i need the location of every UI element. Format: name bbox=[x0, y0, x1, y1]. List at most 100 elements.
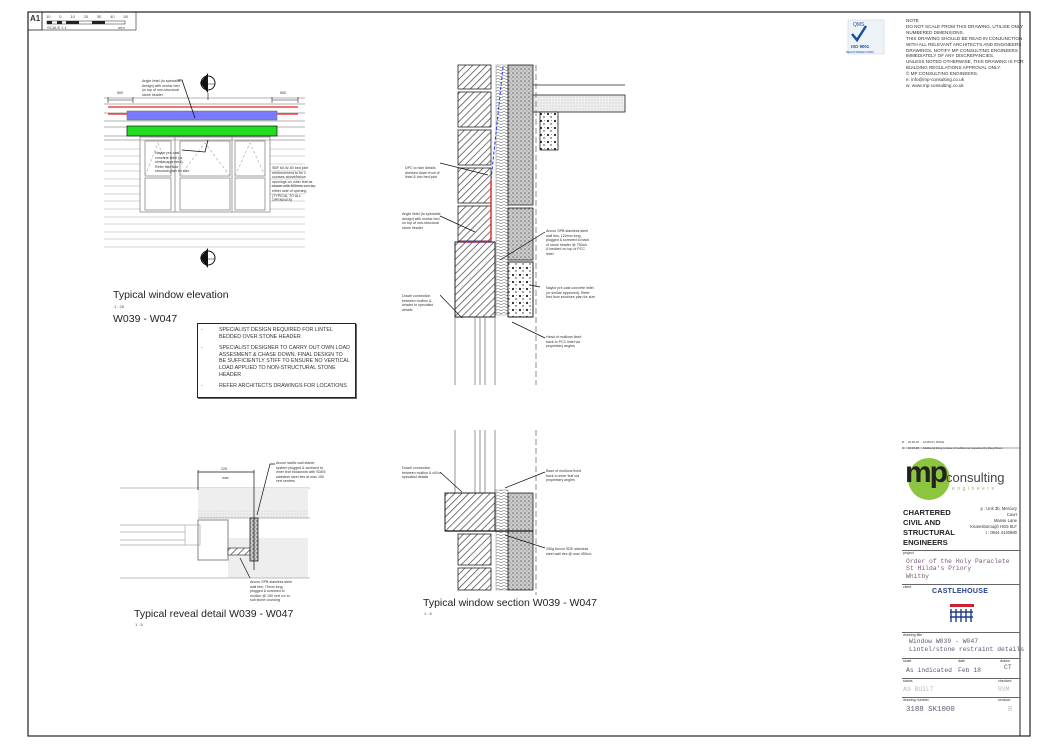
email-link[interactable]: e: info@mp-consulting.co.uk bbox=[906, 77, 965, 83]
reveal-scale: 1 : 5 bbox=[135, 622, 143, 627]
spec-note-text: REFER ARCHITECTS DRAWINGS FOR LOCATIONS bbox=[219, 383, 347, 390]
label-spb-ties: Ancon SPB stainless steel wall ties, 75m… bbox=[250, 580, 292, 603]
note-line: DO NOT SCALE FROM THIS DRAWING, UTILISE … bbox=[906, 23, 1024, 35]
reveal-title: Typical reveal detail W039 - W047 bbox=[134, 608, 294, 620]
specialist-notes-box: - SPECIALIST DESIGN REQUIRED FOR LINTEL B… bbox=[197, 323, 356, 398]
copyright: © MP CONSULTING ENGINEERS. bbox=[906, 71, 979, 77]
logo-word: consulting bbox=[946, 470, 1005, 485]
drawing-title-label: drawing title bbox=[903, 633, 923, 637]
window-elevation-drawing bbox=[104, 73, 305, 268]
label-staifix: Ancon staifix wall starter system plugge… bbox=[276, 461, 326, 484]
tick: 10 bbox=[70, 14, 75, 19]
client-label: client bbox=[903, 585, 912, 589]
spec-note-text: SPECIALIST DESIGNER TO CARRY OUT OWN LOA… bbox=[219, 345, 350, 378]
label-angle-lintel-section: Angle lintel (to specialist design) with… bbox=[402, 212, 441, 230]
rev-date: 02.08.18 bbox=[907, 440, 919, 444]
window-frame bbox=[139, 136, 271, 213]
floor-slab bbox=[532, 94, 626, 113]
firm-description: CHARTERED CIVIL AND STRUCTURAL ENGINEERS bbox=[903, 508, 955, 548]
note-line: THIS DRAWING SHOULD BE READ IN CONJUNCTI… bbox=[906, 35, 1023, 59]
label-base-mullions: Base of mullions fixed back to inner lea… bbox=[546, 469, 581, 483]
tick: 50 bbox=[123, 14, 128, 19]
tick: 20 bbox=[83, 14, 89, 19]
scale-value: As indicated bbox=[906, 667, 953, 674]
section-marker-label-bottom: 2 bbox=[206, 252, 209, 257]
revision-label: revision bbox=[998, 698, 1011, 702]
rev-desc: Additional fixing to base of mullions as… bbox=[922, 446, 1003, 450]
drawing-title: Window W039 - W047 Lintel/stone restrain… bbox=[909, 638, 1025, 653]
firm-line: STRUCTURAL bbox=[903, 528, 955, 537]
iso-sub-label: REGISTERED FIRM bbox=[846, 50, 874, 54]
web-link[interactable]: w: www.mp-consulting.co.uk bbox=[906, 82, 964, 88]
dpc-line bbox=[460, 66, 504, 243]
reveal-detail-drawing bbox=[120, 463, 310, 579]
elevation-scale: 1 : 25 bbox=[114, 304, 125, 309]
bullet: - bbox=[201, 345, 203, 352]
scale-bar-label: SCALE 1:1 bbox=[47, 25, 67, 30]
sheet-border bbox=[27, 11, 1031, 737]
scale-bar-ticks: 10 0 10 20 30 40 50 bbox=[46, 14, 128, 19]
project-label: project bbox=[903, 551, 914, 555]
label-ancon-top: Ancon SPB stainless steel wall ties, 120… bbox=[546, 229, 590, 256]
label-naylor-lintel: Naylor pre-cast concrete lintel (or simi… bbox=[155, 151, 190, 174]
iso-label: ISO 9001 bbox=[851, 44, 870, 49]
scale-bar bbox=[46, 20, 126, 25]
drawn-value: CT bbox=[1004, 664, 1012, 671]
mp-logo-circle bbox=[908, 458, 950, 500]
note-line: UNLESS NOTED OTHERWISE, THIS DRAWING IS … bbox=[906, 59, 1024, 71]
notes-title: NOTE bbox=[906, 18, 919, 23]
label-angle-lintel: Angle lintel (to specialist design) with… bbox=[142, 79, 181, 97]
rev-date: 13.04.18 bbox=[907, 446, 919, 450]
label-wall-ties: 250g Ancon SDE stainless steel wall ties… bbox=[546, 547, 592, 556]
section-title: Typical window section W039 - W047 bbox=[423, 597, 597, 609]
drawn-label: drawn bbox=[1000, 659, 1010, 663]
client-logo: CASTLEHOUSE bbox=[932, 588, 989, 595]
bullet: - bbox=[201, 327, 203, 333]
tick: 30 bbox=[96, 14, 102, 19]
check-icon bbox=[851, 25, 868, 43]
section-marker-top bbox=[200, 73, 216, 100]
rev: A bbox=[902, 446, 904, 450]
checked-label: checked bbox=[998, 679, 1012, 683]
section-scale: 1 : 5 bbox=[424, 611, 432, 616]
spec-note: - SPECIALIST DESIGNER TO CARRY OUT OWN LO… bbox=[201, 345, 351, 378]
tick: 10 bbox=[46, 14, 51, 19]
label-dpc: DPC to hich details dressed down front o… bbox=[405, 166, 440, 180]
rev: B bbox=[902, 440, 904, 444]
drawing-number: 3188 SK1000 bbox=[906, 706, 955, 714]
section-marker-label: 2 bbox=[206, 77, 209, 82]
window-section-cill-drawing bbox=[439, 430, 546, 595]
scale-bar-unit: mm bbox=[118, 25, 125, 30]
pcc-lintel bbox=[507, 261, 534, 318]
dim-right: 500 bbox=[280, 91, 286, 95]
spec-note: - REFER ARCHITECTS DRAWINGS FOR LOCATIONS bbox=[201, 383, 351, 390]
bullet: - bbox=[201, 383, 203, 390]
rev-desc: AS BUILT ISSUE bbox=[922, 440, 945, 444]
label-naylor-section: Naylor pre-cast concrete lintel (or simi… bbox=[546, 286, 596, 300]
spec-note-text: SPECIALIST DESIGN REQUIRED FOR LINTEL BE… bbox=[219, 327, 333, 340]
status-label: status bbox=[903, 679, 913, 683]
date-label: date bbox=[958, 659, 965, 663]
elevation-title-line2: W039 - W047 bbox=[113, 313, 178, 325]
reveal-dim-sub: max bbox=[222, 476, 229, 480]
sheet-size-label: A1 bbox=[30, 14, 41, 23]
scale-label: scale bbox=[903, 659, 912, 663]
spec-note: - SPECIALIST DESIGN REQUIRED FOR LINTEL B… bbox=[201, 327, 351, 340]
section-marker-bottom bbox=[200, 248, 216, 268]
firm-line: ENGINEERS bbox=[903, 538, 948, 547]
elevation-title-line1: Typical window elevation bbox=[113, 289, 229, 301]
label-head-mullions: Head of mullions fixed back to PCC linte… bbox=[546, 335, 582, 349]
firm-line: CHARTERED bbox=[903, 508, 951, 517]
stone-cill bbox=[444, 492, 496, 532]
firm-line: CIVIL AND bbox=[903, 518, 941, 527]
qms-label: QMS bbox=[853, 22, 865, 28]
dim-left: 500 bbox=[117, 91, 123, 95]
logo-sub: engineers bbox=[952, 486, 997, 492]
tick: 40 bbox=[110, 14, 115, 19]
label-bed-joint: SBF 60-W-60 bed joint reinforcement to b… bbox=[272, 166, 316, 203]
general-notes: NOTE DO NOT SCALE FROM THIS DRAWING, UTI… bbox=[906, 18, 1026, 89]
